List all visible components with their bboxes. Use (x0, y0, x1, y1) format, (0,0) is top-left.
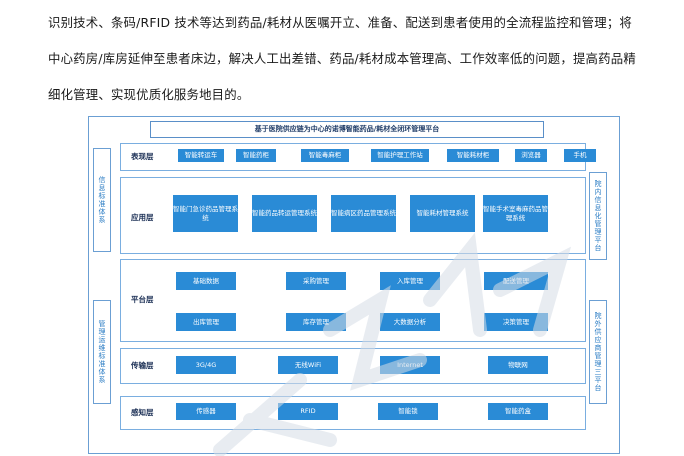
right-bar-internal-platform: 院内信息化管理平台 (589, 172, 607, 260)
transport-item: 物联网 (488, 356, 548, 374)
application-item: 智能病区药品管理系统 (331, 195, 396, 232)
platform-item: 采购管理 (286, 272, 346, 290)
right-bar-supplier-platform: 院外供应商管理三平台 (589, 300, 607, 404)
application-item: 智能门急诊药品管理系统 (173, 195, 238, 232)
transport-item: 3G/4G (176, 356, 236, 374)
layer-label-platform: 平台层 (131, 295, 154, 304)
perception-item: 传感器 (176, 403, 236, 420)
paragraph-line-1: 识别技术、条码/RFID 技术等达到药品/耗材从医嘱开立、准备、配送到患者使用的… (48, 15, 633, 30)
presentation-item: 智能毒麻柜 (301, 149, 349, 162)
layer-label-presentation: 表现层 (131, 152, 154, 161)
platform-item: 大数据分析 (380, 313, 440, 331)
presentation-item: 智能药柜 (236, 149, 276, 162)
application-item: 智能药品转运管理系统 (252, 195, 317, 232)
platform-item: 出库管理 (176, 313, 236, 331)
perception-item: RFID (278, 403, 338, 420)
presentation-item: 浏览器 (515, 149, 547, 162)
presentation-item: 智能耗材柜 (447, 149, 499, 162)
platform-item: 基础数据 (176, 272, 236, 290)
application-item: 智能耗材管理系统 (410, 195, 475, 232)
left-bar-ops-standards: 管理运维标准体系 (93, 300, 111, 404)
layer-label-perception: 感知层 (131, 408, 154, 417)
platform-item: 库存管理 (286, 313, 346, 331)
diagram-title: 基于医院供应链为中心的诺博智能药品/耗材全闭环管理平台 (150, 121, 544, 138)
platform-item: 入库管理 (380, 272, 440, 290)
perception-item: 智能锁 (378, 403, 438, 420)
paragraph-line-2: 中心药房/库房延伸至患者床边，解决人工出差错、药品/耗材成本管理高、工作效率低的… (48, 51, 636, 66)
layer-label-transport: 传输层 (131, 361, 154, 370)
platform-item: 决策管理 (484, 313, 548, 331)
paragraph-line-3: 细化管理、实现优质化服务地目的。 (48, 87, 250, 102)
presentation-item: 手机 (564, 149, 596, 162)
left-bar-label: 信息标准体系 (98, 176, 106, 224)
transport-item: Internet (380, 356, 440, 374)
left-bar-info-standards: 信息标准体系 (93, 148, 111, 252)
left-bar-label: 管理运维标准体系 (98, 320, 106, 384)
presentation-item: 智能转运车 (178, 149, 224, 162)
application-item: 智能手术室毒麻药品管理系统 (483, 195, 548, 232)
layer-label-application: 应用层 (131, 213, 154, 222)
presentation-item: 智能护理工作站 (371, 149, 429, 162)
right-bar-label: 院外供应商管理三平台 (594, 312, 602, 392)
right-bar-label: 院内信息化管理平台 (594, 180, 602, 252)
diagram-frame (88, 116, 620, 454)
perception-item: 智能药盒 (488, 403, 548, 420)
platform-item: 配送管理 (484, 272, 548, 290)
transport-item: 无线WiFi (278, 356, 338, 374)
